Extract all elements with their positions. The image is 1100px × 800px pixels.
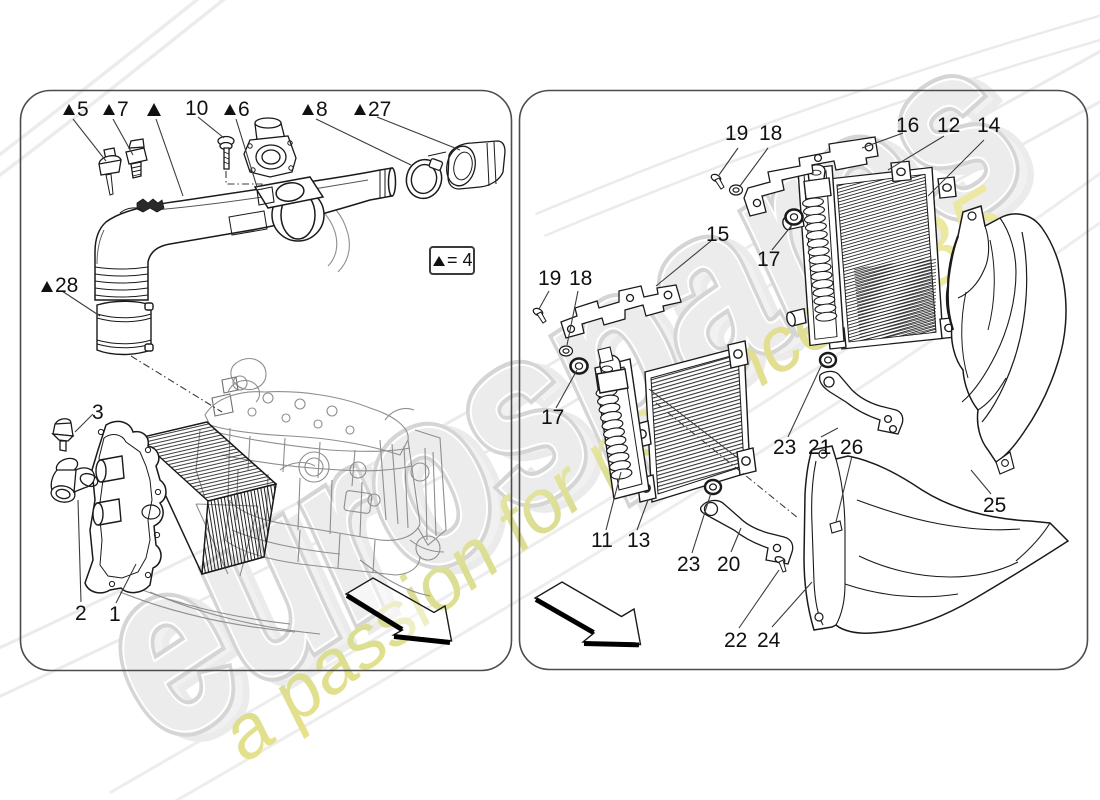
svg-text:12: 12 <box>937 114 960 137</box>
svg-text:8: 8 <box>316 98 328 121</box>
svg-text:25: 25 <box>983 494 1006 517</box>
svg-text:19: 19 <box>538 267 561 290</box>
svg-text:= 4: = 4 <box>447 250 473 270</box>
svg-text:15: 15 <box>706 223 729 246</box>
svg-text:19: 19 <box>725 122 748 145</box>
svg-text:1: 1 <box>109 603 121 626</box>
svg-text:24: 24 <box>757 629 781 652</box>
svg-text:3: 3 <box>92 401 104 424</box>
svg-text:7: 7 <box>117 98 129 121</box>
svg-text:18: 18 <box>759 122 782 145</box>
svg-text:23: 23 <box>773 436 796 459</box>
svg-text:28: 28 <box>55 274 78 297</box>
svg-text:18: 18 <box>569 267 592 290</box>
svg-text:17: 17 <box>541 406 564 429</box>
svg-text:26: 26 <box>840 436 863 459</box>
svg-text:11: 11 <box>591 529 613 552</box>
svg-text:6: 6 <box>238 98 250 121</box>
svg-text:2: 2 <box>75 602 87 625</box>
svg-text:5: 5 <box>77 98 89 121</box>
svg-text:14: 14 <box>977 114 1001 137</box>
svg-text:22: 22 <box>724 629 747 652</box>
svg-text:21: 21 <box>808 436 831 459</box>
svg-text:13: 13 <box>627 529 650 552</box>
svg-text:16: 16 <box>896 114 919 137</box>
svg-text:20: 20 <box>717 553 740 576</box>
svg-text:23: 23 <box>677 553 700 576</box>
svg-text:17: 17 <box>757 248 780 271</box>
svg-text:10: 10 <box>185 97 208 120</box>
svg-text:27: 27 <box>368 98 391 121</box>
